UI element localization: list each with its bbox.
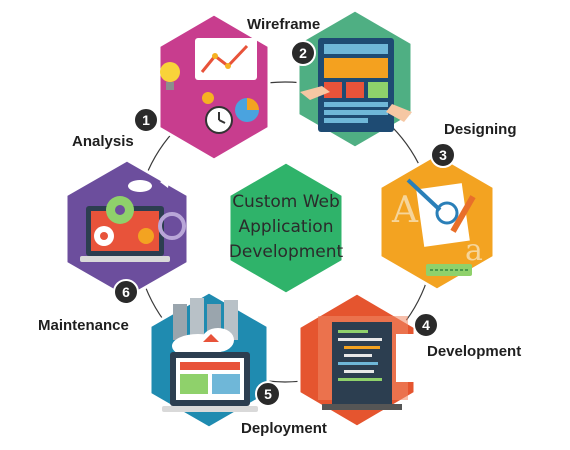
step-label-deployment: Deployment [241, 420, 327, 437]
step-number-3: 3 [439, 147, 447, 163]
step-badge-6: 6 [113, 279, 139, 305]
hex-analysis-bg [157, 12, 271, 162]
hex-designing: A a [378, 152, 496, 292]
step-badge-1: 1 [133, 107, 159, 133]
hex-maintenance [64, 158, 190, 300]
step-label-designing: Designing [444, 121, 517, 138]
center-line-3: Development [229, 242, 344, 262]
wireframe-screen-icon [300, 38, 412, 132]
server-cloud-laptop-icon [162, 298, 258, 412]
center-line-2: Application [239, 217, 334, 237]
step-number-5: 5 [264, 386, 272, 402]
center-hex-bg [227, 160, 345, 296]
step-number-4: 4 [422, 317, 430, 333]
step-label-development: Development [427, 343, 521, 360]
gears-laptop-icon [80, 176, 186, 262]
step-badge-5: 5 [255, 381, 281, 407]
hex-wireframe [296, 8, 414, 150]
step-badge-4: 4 [413, 312, 439, 338]
step-badge-2: 2 [290, 40, 316, 66]
step-number-2: 2 [299, 45, 307, 61]
design-tools-icon: A a [391, 178, 483, 276]
step-number-6: 6 [122, 284, 130, 300]
hex-deployment [148, 290, 270, 430]
hex-development [297, 291, 417, 429]
hex-analysis [157, 12, 271, 162]
code-laptop-icon [318, 316, 414, 410]
svg-text:A: A [391, 190, 419, 231]
center-line-1: Custom Web [232, 192, 340, 212]
step-label-analysis: Analysis [72, 133, 134, 150]
analytics-board-icon [160, 38, 259, 134]
step-badge-3: 3 [430, 142, 456, 168]
step-number-1: 1 [142, 112, 150, 128]
step-label-maintenance: Maintenance [38, 317, 129, 334]
center-hex: Custom Web Application Development [227, 160, 345, 296]
svg-text:a: a [465, 233, 483, 268]
step-label-wireframe: Wireframe [247, 16, 320, 33]
